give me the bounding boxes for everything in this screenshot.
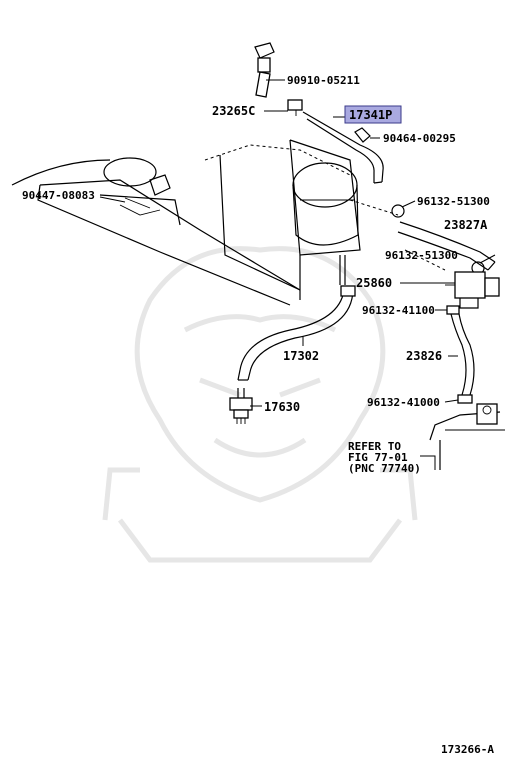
label-96132-51300-lower[interactable]: 96132-51300 — [385, 249, 458, 262]
refer-line-1: REFER TO — [348, 440, 401, 453]
figure-id: 173266-A — [441, 743, 494, 756]
charcoal-canister — [429, 403, 505, 470]
hose-17302 — [237, 285, 356, 381]
clamp-96132-41100 — [446, 305, 460, 315]
engine-outline — [11, 139, 446, 306]
sensor-17630 — [229, 388, 253, 424]
label-17630[interactable]: 17630 — [264, 400, 300, 414]
label-96132-41000[interactable]: 96132-41000 — [367, 396, 440, 409]
vsv-25860 — [445, 271, 500, 309]
refer-line-3: (PNC 77740) — [348, 462, 421, 475]
watermark-emblem — [102, 246, 418, 563]
cap-part-90910-05211 — [254, 42, 275, 98]
label-23265c[interactable]: 23265C — [212, 104, 255, 118]
leader-lines — [99, 79, 496, 470]
clamp-96132-41000 — [457, 394, 473, 404]
label-90910-05211[interactable]: 90910-05211 — [287, 74, 360, 87]
label-17341p[interactable]: 17341P — [349, 108, 392, 122]
label-90464-00295[interactable]: 90464-00295 — [383, 132, 456, 145]
clamp-90464-00295 — [354, 127, 371, 143]
hose-23827a — [397, 221, 496, 271]
label-23827a[interactable]: 23827A — [444, 218, 488, 232]
hose-23826 — [450, 313, 475, 396]
highlight-box-17341p — [344, 105, 402, 124]
refer-line-2: FIG 77-01 — [348, 451, 408, 464]
label-25860[interactable]: 25860 — [356, 276, 392, 290]
check-valve-23265c — [287, 99, 303, 116]
label-96132-51300-upper[interactable]: 96132-51300 — [417, 195, 490, 208]
clamp-96132-51300-upper — [391, 204, 405, 218]
label-90447-08083[interactable]: 90447-08083 — [22, 189, 95, 202]
hose-17341p — [302, 111, 384, 184]
label-96132-41100[interactable]: 96132-41100 — [362, 304, 435, 317]
label-23826[interactable]: 23826 — [406, 349, 442, 363]
label-17302[interactable]: 17302 — [283, 349, 319, 363]
